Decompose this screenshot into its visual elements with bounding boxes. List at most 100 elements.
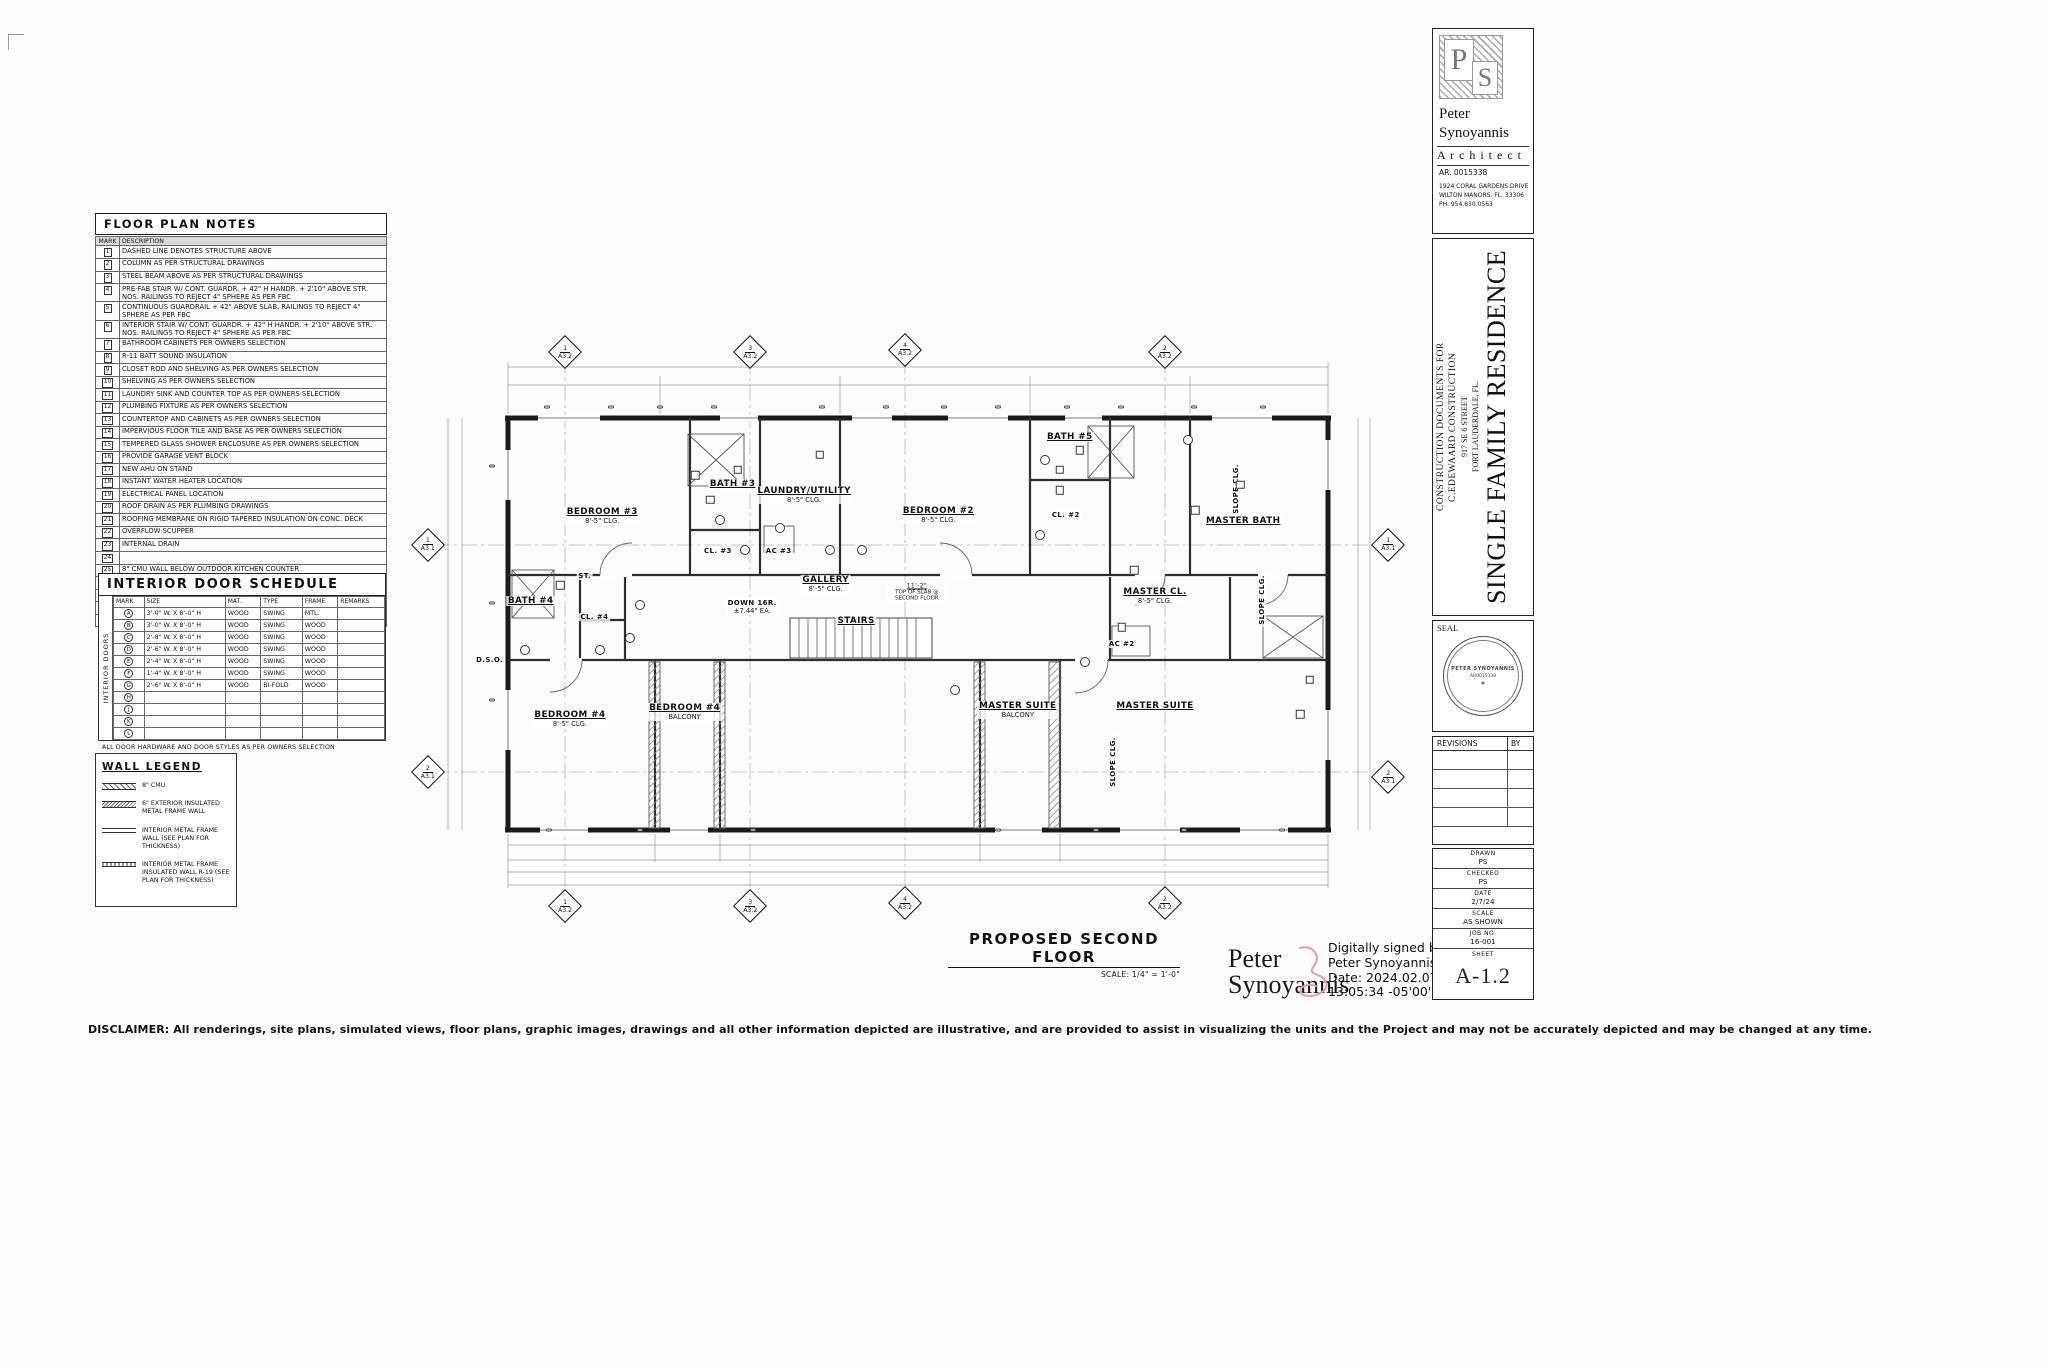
room-label: 11'-2" TOP OF SLAB @ SECOND FLOOR — [885, 582, 948, 602]
door-letter-tag — [1183, 434, 1194, 445]
callout-sheet: A3.2 — [898, 350, 913, 358]
door-row: L — [113, 726, 385, 740]
sheet-info-row: JOB NO. 16-001 — [1433, 929, 1533, 949]
callout-sheet: A3.1 — [420, 545, 435, 553]
door-size: 1'-4" W. X 8'-0" H — [143, 666, 226, 680]
room-label: MASTER BATH — [1204, 515, 1283, 526]
note-mark: 10 — [101, 378, 114, 388]
note-row: 24 — [95, 551, 387, 565]
door-letter-tag — [856, 545, 867, 556]
keynote-tag — [815, 450, 825, 460]
note-row: 2 COLUMN AS PER STRUCTURAL DRAWINGS — [95, 257, 387, 272]
logo-letter-s: S — [1472, 61, 1498, 95]
callout-sheet: A3.2 — [1157, 903, 1172, 911]
notes-header-row: MARK DESCRIPTION — [95, 235, 387, 247]
note-description: DASHED LINE DENOTES STRUCTURE ABOVE — [119, 245, 387, 259]
door-frame — [301, 702, 339, 716]
callout-number: 2 — [1159, 345, 1170, 353]
window-mark-hexagon — [941, 405, 948, 409]
note-description: LAUNDRY SINK AND COUNTER TOP AS PER OWNE… — [119, 388, 387, 402]
wall-swatch — [102, 862, 136, 868]
keynote-tag — [1236, 480, 1245, 490]
door-remarks — [337, 618, 385, 632]
window-mark-hexagon — [657, 405, 664, 409]
room-label: CL. #4 — [578, 612, 611, 621]
door-remarks — [337, 690, 385, 704]
architect-contact: 1924 CORAL GARDENS DRIVE WILTON MANORS, … — [1439, 182, 1529, 209]
keynote-tag — [1075, 445, 1084, 455]
section-callout: 1 A3.1 — [1371, 527, 1406, 562]
note-mark: 24 — [101, 553, 114, 564]
keynote-tag — [1190, 505, 1200, 515]
room-label: MASTER SUITE — [1114, 701, 1196, 712]
door-mark: G — [124, 680, 134, 690]
architect-seal: PETER SYNOYANNIS AR0015338 ★ — [1443, 636, 1523, 716]
notes-title: FLOOR PLAN NOTES — [95, 213, 387, 235]
drawing-title: PROPOSED SECOND FLOOR — [948, 930, 1180, 968]
door-frame — [301, 726, 339, 740]
callout-sheet: A3.2 — [557, 352, 573, 360]
floor-plan-notes-panel: FLOOR PLAN NOTES MARK DESCRIPTION 1 DASH… — [95, 213, 387, 628]
interior-door-schedule-panel: INTERIOR DOOR SCHEDULE INTERIOR DOORS MA… — [98, 573, 386, 751]
room-label: D.S.O. — [474, 656, 506, 664]
room-label: SLOPE CLG. — [1257, 573, 1266, 627]
door-letter-tag — [634, 599, 645, 610]
seal-box: SEAL PETER SYNOYANNIS AR0015338 ★ — [1432, 620, 1534, 732]
architect-license: AR. 0015338 — [1439, 167, 1488, 177]
disclaimer-text: DISCLAIMER: All renderings, site plans, … — [88, 1023, 1873, 1036]
door-letter-tag — [824, 545, 835, 556]
note-description: INSTANT WATER HEATER LOCATION — [119, 475, 387, 490]
door-letter-tag — [740, 545, 751, 556]
room-label: BATH #3 — [707, 479, 758, 490]
door-schedule-footnote: ALL DOOR HARDWARE AND DOOR STYLES AS PER… — [102, 743, 335, 751]
callout-number: 2 — [422, 765, 433, 773]
door-type — [260, 726, 303, 740]
note-mark: 23 — [101, 540, 114, 551]
window-mark-hexagon — [750, 828, 757, 832]
room-label: MASTER SUITE BALCONY — [977, 700, 1059, 719]
note-description: R-11 BATT SOUND INSULATION — [119, 350, 387, 365]
door-row: G 2'-6" W. X 8'-0" H WOOD BI-FOLD WOOD — [113, 678, 385, 692]
drawing-title-block: PROPOSED SECOND FLOOR SCALE: 1/4" = 1'-0… — [948, 930, 1180, 979]
note-row: 20 ROOF DRAIN AS PER PLUMBING DRAWINGS — [95, 500, 387, 515]
callout-sheet: A3.1 — [1381, 777, 1396, 785]
project-address-2: FORT LAUDERDALE, FL. — [1471, 381, 1480, 473]
door-mark: K — [124, 716, 134, 726]
note-description: PROVIDE GARAGE VENT BLOCK — [119, 450, 387, 465]
callout-sheet: A3.1 — [1381, 545, 1396, 553]
door-row: C 2'-8" W. X 8'-0" H WOOD SWING WOOD — [113, 630, 385, 644]
note-row: 16 PROVIDE GARAGE VENT BLOCK — [95, 450, 387, 465]
room-label: CL. #2 — [1049, 510, 1082, 519]
wall-swatch — [102, 801, 136, 809]
section-callout: 4 A3.2 — [888, 886, 923, 920]
window-mark-hexagon — [636, 828, 643, 832]
callout-sheet: A3.2 — [743, 906, 758, 914]
callout-number: 3 — [745, 345, 756, 353]
architect-title: A r c h i t e c t — [1437, 145, 1529, 166]
note-mark: 15 — [101, 440, 114, 451]
note-mark: 21 — [101, 515, 114, 526]
window-mark-hexagon — [1181, 828, 1188, 832]
door-remarks — [337, 678, 385, 692]
dimension-lines — [447, 362, 1371, 888]
window-mark-hexagon — [546, 828, 553, 832]
keynote-tag — [1117, 622, 1126, 632]
window-mark-hexagon — [1191, 405, 1198, 409]
note-row: 19 ELECTRICAL PANEL LOCATION — [95, 488, 387, 502]
note-description: CONTINUOUS GUARDRAIL + 42" ABOVE SLAB. R… — [119, 301, 387, 321]
door-row: K — [113, 714, 385, 728]
note-row: 12 PLUMBING FIXTURE AS PER OWNERS SELECT… — [95, 400, 387, 415]
note-description: SHELVING AS PER OWNERS SELECTION — [119, 375, 387, 390]
door-type: BI-FOLD — [260, 678, 303, 692]
project-line-1: CONSTRUCTION DOCUMENTS FOR — [1436, 342, 1446, 512]
door-row: F 1'-4" W. X 8'-0" H WOOD SWING WOOD — [113, 666, 385, 680]
door-schedule-table: MARK SIZE MAT. TYPE FRAME REMARKS A 3'-0… — [113, 596, 385, 740]
callout-number: 1 — [1383, 537, 1394, 546]
sheet-info-row: DRAWN PS — [1433, 849, 1533, 869]
section-lines — [434, 358, 1386, 902]
wall-legend-item: INTERIOR METAL FRAME INSULATED WALL R-19… — [102, 861, 230, 886]
window-mark-hexagon — [1063, 405, 1070, 409]
ps-logo: P S — [1439, 35, 1503, 99]
sheet-corner-mark — [8, 34, 24, 50]
note-row: 11 LAUNDRY SINK AND COUNTER TOP AS PER O… — [95, 388, 387, 402]
